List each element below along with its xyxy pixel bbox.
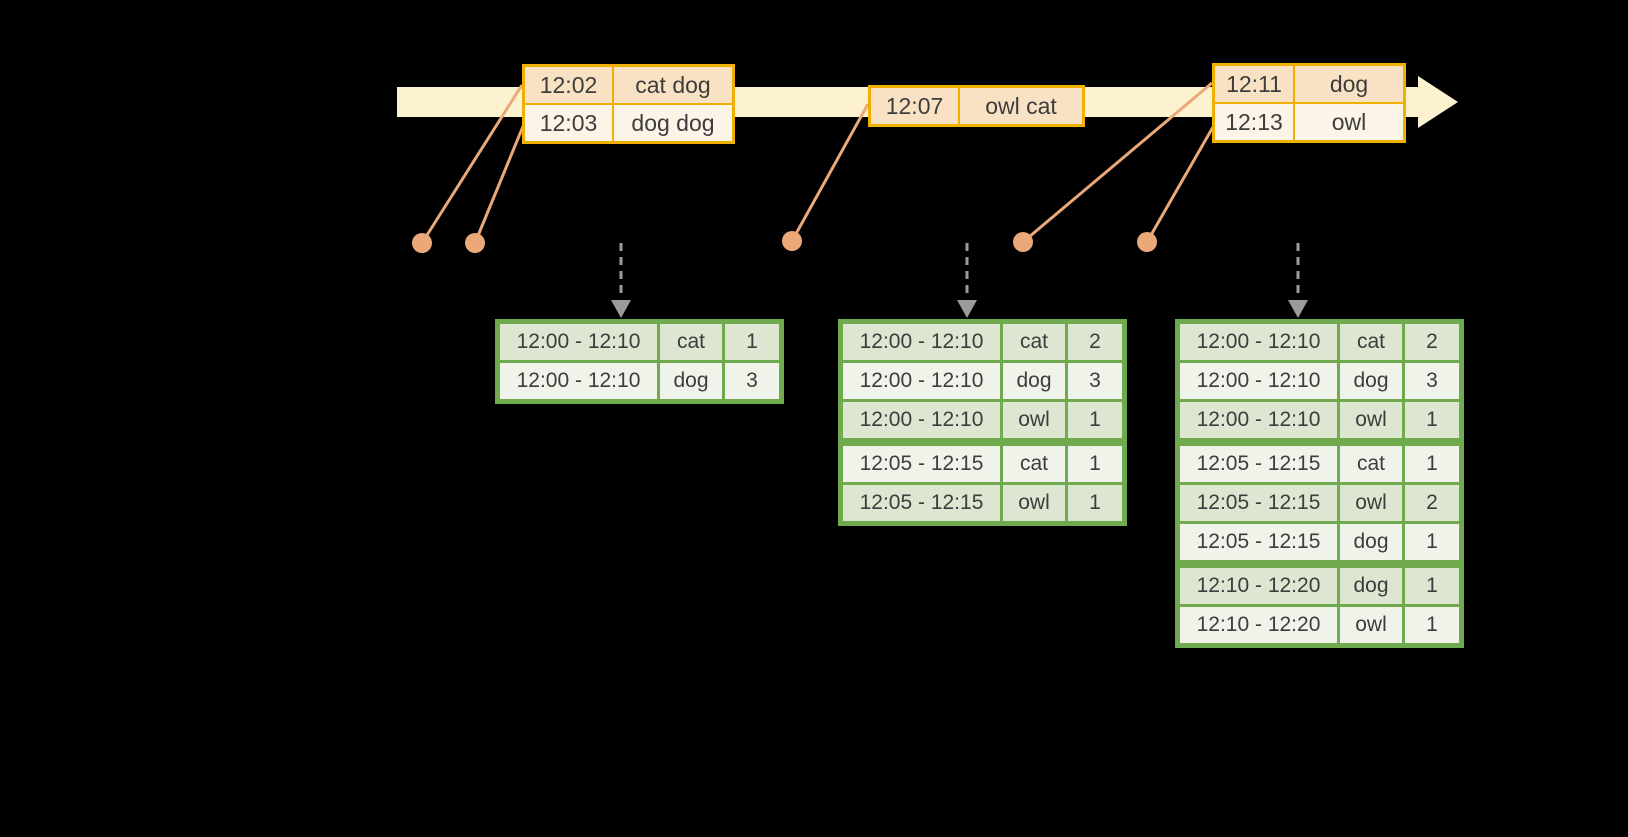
event-dot-icon xyxy=(1137,232,1157,252)
word-cell: cat xyxy=(1337,320,1405,363)
count-cell: 1 xyxy=(1402,604,1463,647)
window-cell: 12:10 - 12:20 xyxy=(1176,560,1340,607)
window-cell: 12:00 - 12:10 xyxy=(1176,399,1340,444)
event-dot-icon xyxy=(1013,232,1033,252)
time-cell: 12:13 xyxy=(1212,102,1295,143)
count-cell: 3 xyxy=(1065,360,1126,402)
event-dot-icon xyxy=(465,233,485,253)
count-cell: 1 xyxy=(1065,438,1126,485)
time-cell: 12:03 xyxy=(522,103,614,144)
window-cell: 12:05 - 12:15 xyxy=(1176,482,1340,524)
time-cell: 12:07 xyxy=(868,85,960,127)
count-cell: 3 xyxy=(722,360,783,403)
word-cell: owl xyxy=(1337,604,1405,647)
word-cell: dog xyxy=(1337,521,1405,566)
word-cell: cat xyxy=(657,320,725,363)
connector-line xyxy=(790,103,870,242)
window-cell: 12:05 - 12:15 xyxy=(839,482,1003,525)
word-cell: dog xyxy=(1000,360,1068,402)
window-cell: 12:00 - 12:10 xyxy=(839,399,1003,444)
window-cell: 12:00 - 12:10 xyxy=(496,360,660,403)
connector-line xyxy=(1145,126,1215,243)
count-cell: 1 xyxy=(1402,521,1463,566)
words-cell: owl cat xyxy=(958,85,1085,127)
word-cell: cat xyxy=(1337,438,1405,485)
window-cell: 12:00 - 12:10 xyxy=(839,360,1003,402)
word-cell: dog xyxy=(1337,360,1405,402)
count-cell: 1 xyxy=(1402,399,1463,444)
count-cell: 1 xyxy=(1065,399,1126,444)
down-arrowhead-icon xyxy=(1288,300,1308,318)
count-cell: 1 xyxy=(722,320,783,363)
count-cell: 1 xyxy=(1065,482,1126,525)
word-cell: owl xyxy=(1337,482,1405,524)
time-cell: 12:02 xyxy=(522,64,614,105)
window-cell: 12:05 - 12:15 xyxy=(1176,521,1340,566)
connector-line xyxy=(1022,81,1213,244)
window-cell: 12:10 - 12:20 xyxy=(1176,604,1340,647)
word-cell: owl xyxy=(1000,399,1068,444)
count-cell: 2 xyxy=(1402,482,1463,524)
down-arrowhead-icon xyxy=(957,300,977,318)
word-cell: dog xyxy=(657,360,725,403)
words-cell: dog dog xyxy=(612,103,735,144)
window-cell: 12:00 - 12:10 xyxy=(1176,320,1340,363)
count-cell: 1 xyxy=(1402,438,1463,485)
count-cell: 2 xyxy=(1065,320,1126,363)
connector-line xyxy=(473,123,526,244)
event-dot-icon xyxy=(782,231,802,251)
word-cell: cat xyxy=(1000,438,1068,485)
words-cell: cat dog xyxy=(612,64,735,105)
window-cell: 12:00 - 12:10 xyxy=(1176,360,1340,402)
event-dot-icon xyxy=(412,233,432,253)
connector-line xyxy=(420,84,524,244)
window-cell: 12:00 - 12:10 xyxy=(496,320,660,363)
trigger-arrows xyxy=(611,243,1308,318)
time-cell: 12:11 xyxy=(1212,63,1295,104)
words-cell: dog xyxy=(1293,63,1406,104)
count-cell: 2 xyxy=(1402,320,1463,363)
word-cell: owl xyxy=(1337,399,1405,444)
count-cell: 1 xyxy=(1402,560,1463,607)
down-arrowhead-icon xyxy=(611,300,631,318)
timeline-arrowhead-icon xyxy=(1418,76,1458,128)
word-cell: owl xyxy=(1000,482,1068,525)
word-cell: dog xyxy=(1337,560,1405,607)
window-cell: 12:05 - 12:15 xyxy=(1176,438,1340,485)
word-cell: cat xyxy=(1000,320,1068,363)
event-connectors xyxy=(420,81,1215,244)
window-cell: 12:00 - 12:10 xyxy=(839,320,1003,363)
words-cell: owl xyxy=(1293,102,1406,143)
count-cell: 3 xyxy=(1402,360,1463,402)
event-markers xyxy=(412,231,1157,253)
window-cell: 12:05 - 12:15 xyxy=(839,438,1003,485)
